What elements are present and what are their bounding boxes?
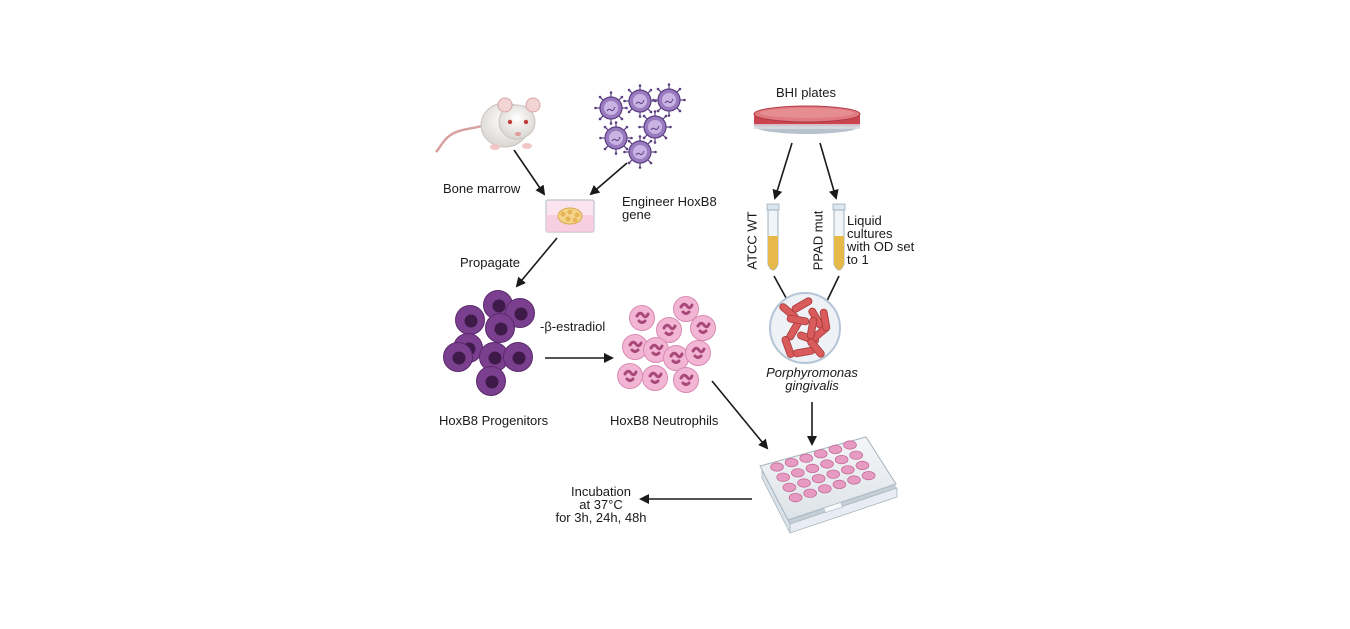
virus-icon (599, 121, 633, 155)
cell-icon (503, 342, 533, 372)
arrow-plate-to-wt (772, 142, 793, 200)
bacterium (806, 316, 818, 340)
neutrophil-cells (617, 296, 716, 393)
cell-icon (455, 305, 485, 335)
plate-well (817, 484, 832, 494)
progenitor-cells (443, 290, 535, 396)
culture-tube-icon (766, 203, 780, 271)
cell-icon (673, 367, 699, 393)
progenitors-label: HoxB8 Progenitors (439, 413, 549, 428)
plate-well (799, 453, 813, 463)
liquid-label-line3: with OD set (847, 239, 915, 254)
bacterium (807, 338, 825, 358)
cell-icon (485, 313, 515, 343)
species-label-line2: gingivalis (785, 378, 839, 393)
arrow-bone-marrow (513, 149, 546, 196)
incubation-label-line3: for 3h, 24h, 48h (555, 510, 647, 525)
plate-well (849, 450, 863, 460)
engineer-label-line1: Engineer HoxB8 (622, 194, 717, 209)
cell-icon (673, 296, 699, 322)
species-label-line1: Porphyromonas (766, 365, 858, 380)
ppad-mut-label: PPAD mut (810, 210, 826, 271)
virus-cluster (594, 83, 686, 169)
bacterium (781, 336, 795, 358)
incubation-label-line2: at 37°C (579, 497, 623, 512)
neutrophils-label: HoxB8 Neutrophils (610, 413, 719, 428)
plate-well (803, 488, 817, 498)
liquid-label-line1: Liquid (847, 213, 882, 228)
plate-well (770, 462, 784, 472)
plate-well (855, 460, 870, 470)
plate-well (828, 444, 843, 454)
plate-well (784, 457, 799, 468)
plate-well (840, 465, 855, 475)
plate-well (805, 463, 820, 473)
arrow-propagate (515, 237, 558, 288)
liquid-label-line2: cultures (847, 226, 893, 241)
propagate-label: Propagate (460, 255, 520, 270)
arrow-neutrophil-to-plate (711, 380, 769, 450)
atcc-wt-label: ATCC WT (744, 211, 760, 270)
cell-icon (629, 305, 655, 331)
plate-well (847, 475, 861, 485)
cell-icon (663, 345, 689, 371)
virus-icon (623, 84, 657, 118)
arrow-virus (589, 162, 628, 196)
virus-icon (594, 91, 628, 125)
cell-icon (690, 315, 716, 341)
cell-icon (643, 337, 669, 363)
arrow-plate-to-mut (819, 142, 839, 200)
bacterium (786, 314, 810, 326)
estradiol-label: -β-estradiol (540, 319, 606, 334)
plate-well (826, 469, 840, 479)
bacterium (791, 297, 813, 313)
plate-well (832, 479, 847, 489)
culture-dish-icon (545, 199, 595, 233)
plate-well (813, 449, 828, 459)
plate-well (834, 454, 849, 465)
plate-well (811, 473, 826, 484)
plate-well (797, 478, 811, 488)
plate-well (790, 468, 805, 478)
cell-icon (642, 365, 668, 391)
cell-icon (685, 340, 711, 366)
bhi-plates-label: BHI plates (776, 85, 836, 100)
plate-well (776, 472, 790, 482)
plate-well (861, 470, 876, 481)
arrows (513, 142, 839, 504)
cell-icon (443, 342, 473, 372)
well-plate-icon (759, 436, 898, 534)
cell-icon (622, 334, 648, 360)
virus-icon (623, 135, 657, 169)
virus-icon (638, 110, 672, 144)
mouse-icon (435, 97, 541, 153)
cell-icon (656, 317, 682, 343)
bacteria-icon (769, 292, 841, 364)
bone-marrow-label: Bone marrow (443, 181, 521, 196)
culture-tube-icon (832, 203, 846, 271)
petri-dish-icon (753, 105, 861, 134)
plate-well (820, 459, 834, 469)
plate-well (788, 492, 803, 503)
cell-icon (476, 366, 506, 396)
cell-icon (617, 363, 643, 389)
engineer-label-line2: gene (622, 207, 651, 222)
virus-icon (652, 83, 686, 117)
incubation-label-line1: Incubation (571, 484, 631, 499)
bacterium (819, 308, 831, 332)
plate-well (843, 440, 857, 450)
liquid-label-line4: to 1 (847, 252, 869, 267)
plate-well (782, 482, 797, 492)
